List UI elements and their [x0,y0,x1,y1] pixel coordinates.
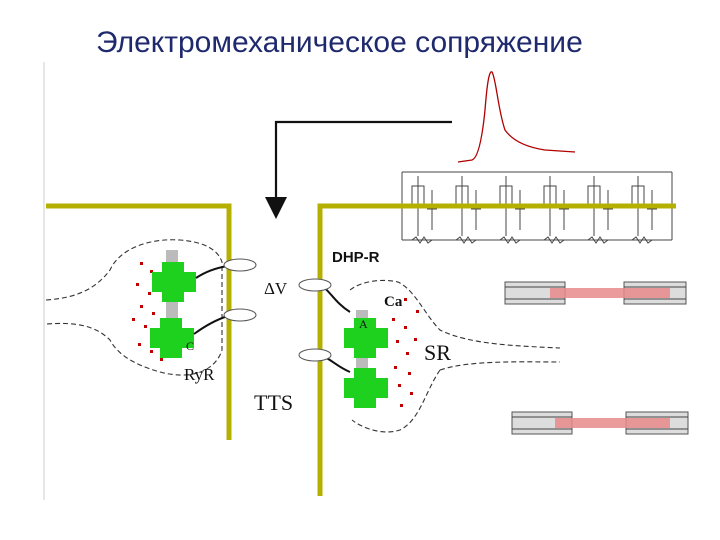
dhp-ryr-complex [344,368,388,408]
myofilament-top [504,281,687,305]
sarcolemma-left [46,203,232,440]
sr-label: SR [424,340,451,365]
ca-dots-right [392,298,419,407]
page-title: Электромеханическое сопряжение [96,26,583,59]
channel-letter-left: C [186,339,194,353]
ryr-receptor [152,262,196,302]
tts-label: TTS [254,390,293,415]
ryr-label: RyR [184,365,215,384]
action-potential-trace [457,71,576,163]
sarcolemma-right [317,203,676,496]
sr-cisterna-left [45,239,223,376]
channel-letter-right: A [359,317,368,331]
dhp-ryr-complex [344,318,388,358]
membrane-channels [223,258,332,362]
sr-cisterna-right [349,279,561,433]
stimulus-arrow [265,120,452,219]
myofilament-bottom [511,411,689,435]
delta-v-label: ΔV [264,279,288,298]
dhp-r-label: DHP-R [332,249,380,266]
ca-dots-left [132,262,163,361]
ca-label: Ca [384,294,403,310]
ryr-receptor [150,318,194,358]
